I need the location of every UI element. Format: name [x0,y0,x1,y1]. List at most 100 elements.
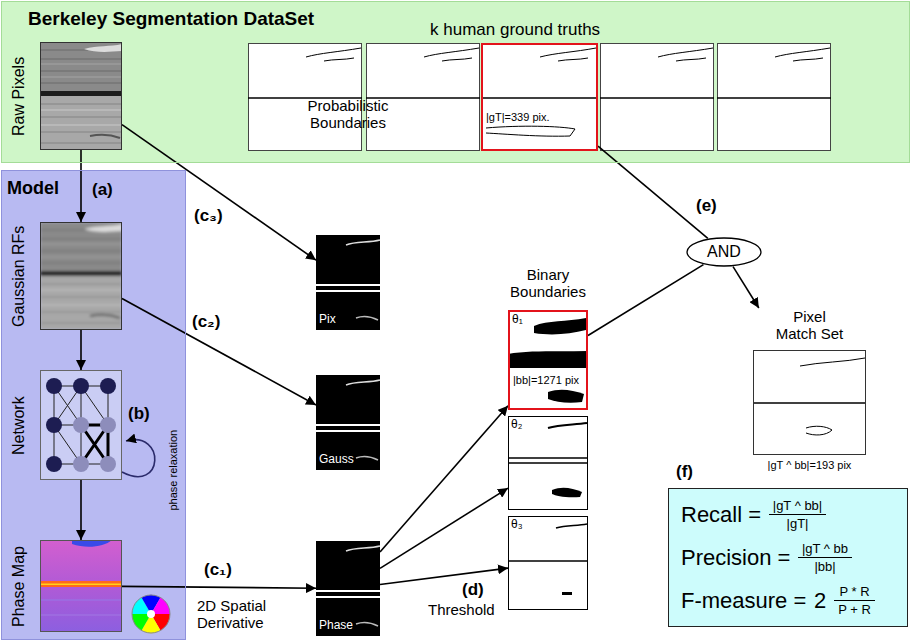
gaussian-image [40,222,122,330]
map-ground [753,350,866,455]
text-slot: Pix [319,313,336,327]
formula-box: Recall =|gT ^ bb||gT|Precision =|gT ^ bb… [668,488,908,627]
binary-map-2 [508,416,588,510]
match-set-image [753,350,866,455]
threshold-label: θ₃ [511,517,523,531]
callout-letter: (a) [92,180,113,199]
binary-map-3 [508,516,588,610]
boundary-blob [508,351,588,368]
pix-map [316,235,380,330]
image-label: Phase Map [10,546,27,627]
connector [80,480,82,540]
network-unit [73,456,89,472]
text-slot: Network [10,396,27,455]
selected-ground-truth [481,43,598,151]
network-unit [46,417,62,433]
boundary-line [556,524,587,528]
network-unit [73,378,89,394]
image-label: Raw Pixels [10,56,27,135]
binary-map: Binary Boundariesθ₁|bb|=1271 pix [508,310,588,410]
network-box: Network [40,370,122,480]
contour [558,58,588,61]
text-slot: Pixel Match Set [772,308,847,343]
text-slot: |gT| [769,517,826,532]
fraction-part: P + R [838,602,871,617]
phase-image [40,540,122,632]
image-box: Raw Pixels [40,42,122,150]
pixel-count: |bb|=1271 pix [512,374,580,386]
text-slot: (d) [462,580,484,600]
step-caption: 2D Spatial Derivative [197,597,266,631]
pixel-count: |gT|=339 pix. [486,111,550,123]
map-label: Pix [319,312,336,326]
text-slot: Gauss [319,453,354,467]
map-ground [508,416,588,510]
boundary-line [508,458,588,463]
loop-caption: phase relaxation [166,430,178,511]
group-caption: k human ground truths [430,20,600,39]
ground-truth-fill [481,43,598,151]
text-slot: F-measure = [681,588,806,613]
text-slot: |gT ^ bb [798,542,852,558]
fraction-part: |gT| [787,516,809,531]
text-slot: P + R [834,603,875,618]
callout-letter: (d) [462,580,484,599]
threshold-label: θ₂ [511,417,522,431]
text-slot: (e) [696,196,717,216]
formula-term: Precision = [681,545,790,570]
boundary-line [508,560,588,562]
connector [380,568,508,584]
color-wheel [132,595,170,633]
boundary-blob [552,488,582,497]
map-ground [508,310,588,410]
text-slot: |bb| [798,560,852,575]
text-slot: Raw Pixels [10,57,27,136]
panel-title: Berkeley Segmentation DataSet [28,8,314,29]
boundary-blob [534,318,586,334]
blurred-scene [40,222,122,330]
column-heading: Probabilistic Boundaries [308,97,389,131]
gate-ellipse [687,238,761,266]
text-slot: θ₁ [512,313,523,327]
boundary-blob [548,390,584,403]
text-slot: θ₂ [511,418,522,432]
image-box: Phase Map [40,540,122,632]
text-slot: Berkeley Segmentation DataSet [28,8,314,30]
text-slot: (f) [676,462,693,482]
network-link [54,386,108,464]
text-slot: (a) [92,180,113,200]
contour [540,48,596,57]
wheel-center [147,610,155,618]
text-slot: (b) [128,404,150,424]
text-slot: Phase Map [10,546,27,627]
binary-map: θ₂ [508,416,588,510]
contour [486,126,575,136]
text-slot: k human ground truths [430,20,600,40]
callout-letter: (c₃) [194,206,223,225]
image-label: Gaussian RFs [10,225,27,326]
connector [733,267,759,308]
threshold-label: θ₁ [512,312,523,326]
phase-boundary-map [316,541,380,636]
connector [588,265,703,336]
binary-map-1 [508,310,588,410]
formula-term: Recall = [681,502,761,527]
network-unit [100,378,116,394]
text-slot: P * R [834,585,875,601]
connector [380,406,508,552]
step-caption: Threshold [428,601,495,618]
text-slot: phase relaxation [166,430,178,511]
text-slot: Model [7,178,59,199]
boundary-map: Gauss [316,375,380,470]
map-ground [508,516,588,610]
fraction-part: |gT ^ bb [802,541,848,556]
connector [380,488,508,568]
image-frame [41,541,122,632]
connector [122,586,316,588]
text-slot: |bb|=1271 pix [512,374,580,387]
fraction-part: P * R [839,584,869,599]
formula-term: F-measure = [681,588,806,613]
phase-edge [40,581,122,587]
text-slot: AND [686,237,762,267]
